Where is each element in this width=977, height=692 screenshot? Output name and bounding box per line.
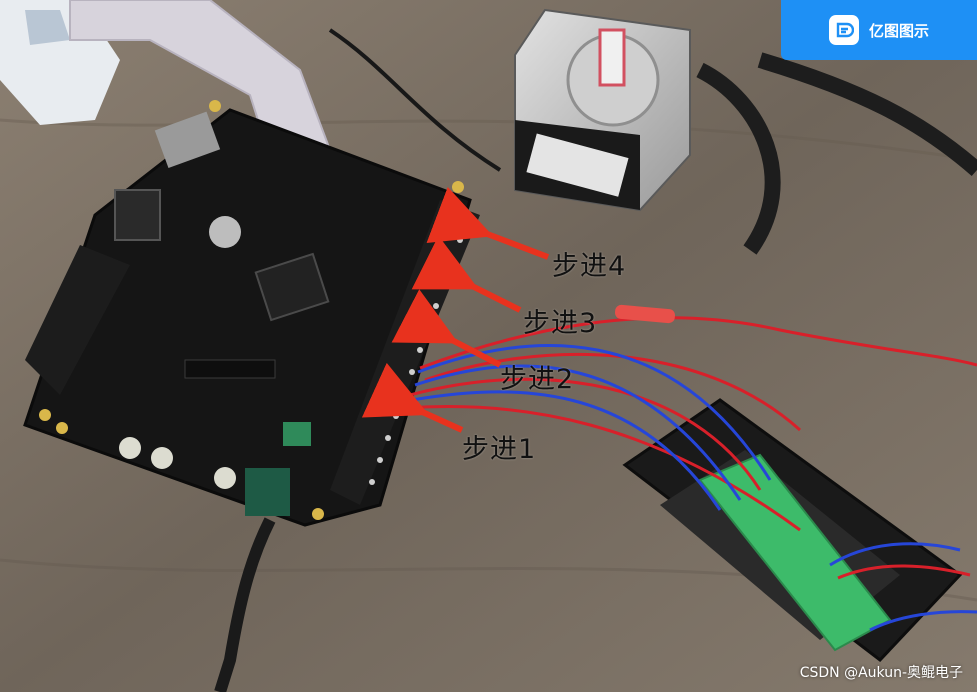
edraw-watermark-badge: 亿图图示 xyxy=(781,0,977,60)
mcu-chip xyxy=(254,252,330,322)
blue-wire xyxy=(417,344,772,481)
label-step1: 步进1 xyxy=(462,434,537,465)
serial-port xyxy=(114,189,161,241)
arrow-step3 xyxy=(411,235,522,313)
coin-battery xyxy=(209,216,241,248)
label-step3: 步进3 xyxy=(523,308,598,339)
red-clip xyxy=(615,304,675,324)
motor-cable xyxy=(696,62,781,255)
motor-shaft xyxy=(598,28,626,87)
left-terminal-strip xyxy=(25,245,130,395)
watermark-text: 亿图图示 xyxy=(869,21,930,40)
edraw-logo-icon xyxy=(829,15,859,45)
pin-header xyxy=(184,359,276,379)
motor-label-sticker xyxy=(526,133,629,197)
label-step4: 步进4 xyxy=(552,251,627,282)
arrow-step2 xyxy=(391,289,502,368)
red-wire xyxy=(419,316,977,370)
green-connector xyxy=(283,422,311,446)
dc-power-cable xyxy=(214,517,276,692)
arrow-step1 xyxy=(361,362,464,433)
csdn-credit: CSDN @Aukun-奥鲲电子 xyxy=(799,665,963,681)
black-wire xyxy=(328,28,502,172)
capacitor xyxy=(119,437,141,459)
label-step2: 步进2 xyxy=(500,364,575,395)
ethernet-port xyxy=(154,111,221,169)
arrow-step4 xyxy=(426,186,550,260)
